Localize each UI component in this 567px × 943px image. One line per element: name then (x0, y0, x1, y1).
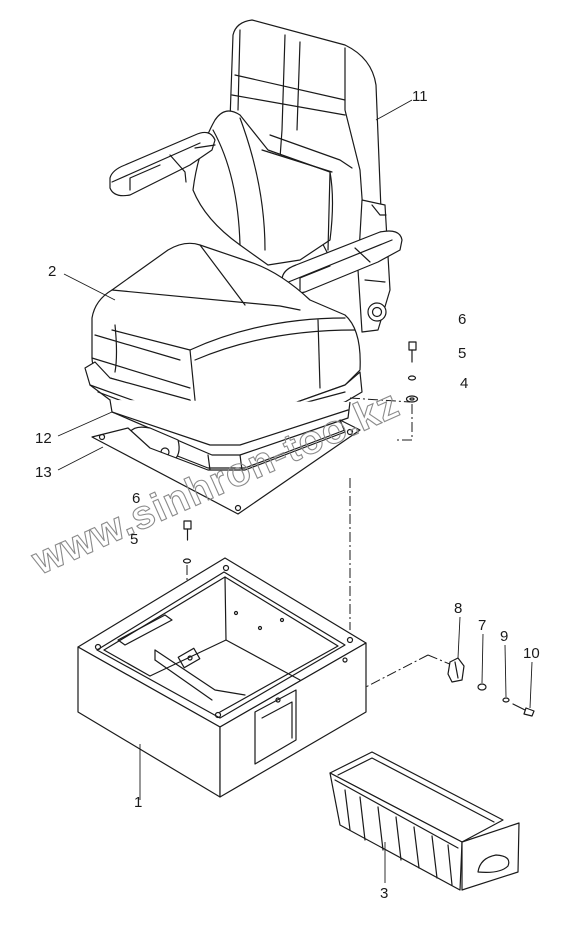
small-parts (447, 657, 535, 717)
callout-5-right: 5 (458, 345, 466, 362)
base-plate (91, 419, 361, 515)
callout-2: 2 (48, 263, 56, 280)
leader-lines (57, 99, 533, 883)
seat-cushion (91, 242, 361, 428)
left-armrest (109, 131, 216, 197)
callout-12: 12 (35, 430, 52, 447)
callout-6-left: 6 (132, 490, 140, 507)
storage-tray (329, 751, 520, 891)
callout-13: 13 (35, 464, 52, 481)
callout-3: 3 (380, 885, 388, 902)
callout-9: 9 (500, 628, 508, 645)
seat-box (77, 557, 367, 798)
callout-6-right: 6 (458, 311, 466, 328)
right-fasteners (405, 341, 419, 403)
callout-11: 11 (412, 88, 428, 105)
callout-1: 1 (134, 794, 142, 811)
callout-10: 10 (523, 645, 540, 662)
callout-4: 4 (460, 375, 468, 392)
left-fasteners (182, 520, 192, 564)
callout-5-left: 5 (130, 531, 138, 548)
callout-8: 8 (454, 600, 462, 617)
callout-7: 7 (478, 617, 486, 634)
